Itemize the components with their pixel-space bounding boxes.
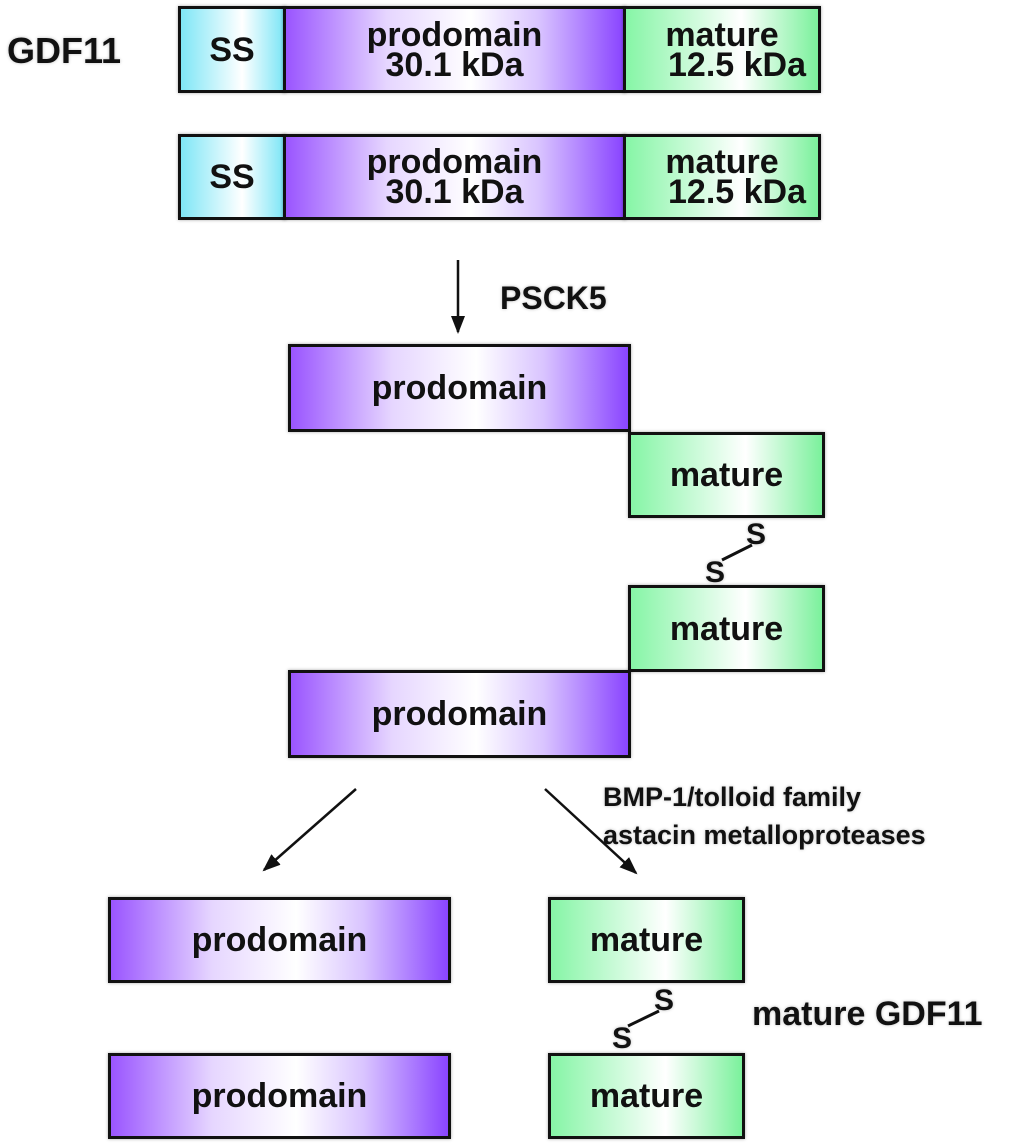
enzyme-pcsk5-label: PSCK5 bbox=[500, 280, 607, 316]
prodomain-box: prodomain bbox=[108, 897, 451, 983]
disulfide-s-label: S bbox=[654, 984, 675, 1017]
mature-text: mature bbox=[665, 15, 779, 54]
mature-box: mature bbox=[628, 585, 825, 672]
disulfide-bond bbox=[627, 1009, 660, 1028]
mature-text: mature bbox=[665, 143, 779, 181]
mature-mass: 12.5 kDa bbox=[668, 45, 806, 84]
prodomain-text: prodomain bbox=[191, 921, 368, 959]
mature-box: mature bbox=[548, 1053, 745, 1139]
gdf11-label: GDF11 bbox=[7, 30, 122, 71]
disulfide-s-label: S bbox=[705, 556, 726, 589]
bmp1-cleavage-arrow-icon bbox=[544, 788, 638, 875]
enzyme-bmp1-line1: BMP-1/tolloid family bbox=[603, 782, 862, 812]
enzyme-bmp1-line2: astacin metalloproteases bbox=[603, 820, 926, 850]
mature-text: mature bbox=[669, 456, 784, 494]
prodomain-mass: 30.1 kDa bbox=[385, 173, 524, 211]
disulfide-bond bbox=[721, 543, 753, 562]
disulfide-s-label: S bbox=[746, 518, 767, 551]
prodomain-box: prodomain bbox=[288, 670, 631, 758]
mature-text: mature bbox=[589, 921, 704, 959]
mature-box: mature bbox=[548, 897, 745, 983]
ss-text: SS bbox=[209, 158, 255, 196]
signal-sequence-box: SS bbox=[178, 6, 286, 93]
mature-gdf11-label: mature GDF11 bbox=[752, 995, 983, 1033]
prodomain-text: prodomain bbox=[191, 1077, 368, 1115]
prodomain-text: prodomain bbox=[366, 15, 543, 54]
disulfide-s-label: S bbox=[612, 1022, 633, 1055]
prodomain-mass: 30.1 kDa bbox=[385, 45, 524, 84]
signal-sequence-box: SS bbox=[178, 134, 286, 220]
enzyme-bmp1-label: BMP-1/tolloid family astacin metalloprot… bbox=[603, 778, 926, 854]
mature-text: mature bbox=[669, 609, 784, 648]
prodomain-text: prodomain bbox=[371, 369, 548, 407]
prodomain-box: prodomain bbox=[108, 1053, 451, 1139]
prodomain-text: prodomain bbox=[371, 695, 548, 733]
mature-text: mature bbox=[589, 1077, 704, 1115]
mature-mass: 12.5 kDa bbox=[668, 173, 806, 211]
prodomain-box: prodomain bbox=[288, 344, 631, 432]
mature-box: mature bbox=[628, 432, 825, 518]
ss-text: SS bbox=[209, 30, 255, 69]
prodomain-release-arrow-icon bbox=[262, 788, 357, 872]
prodomain-text: prodomain bbox=[366, 143, 543, 181]
